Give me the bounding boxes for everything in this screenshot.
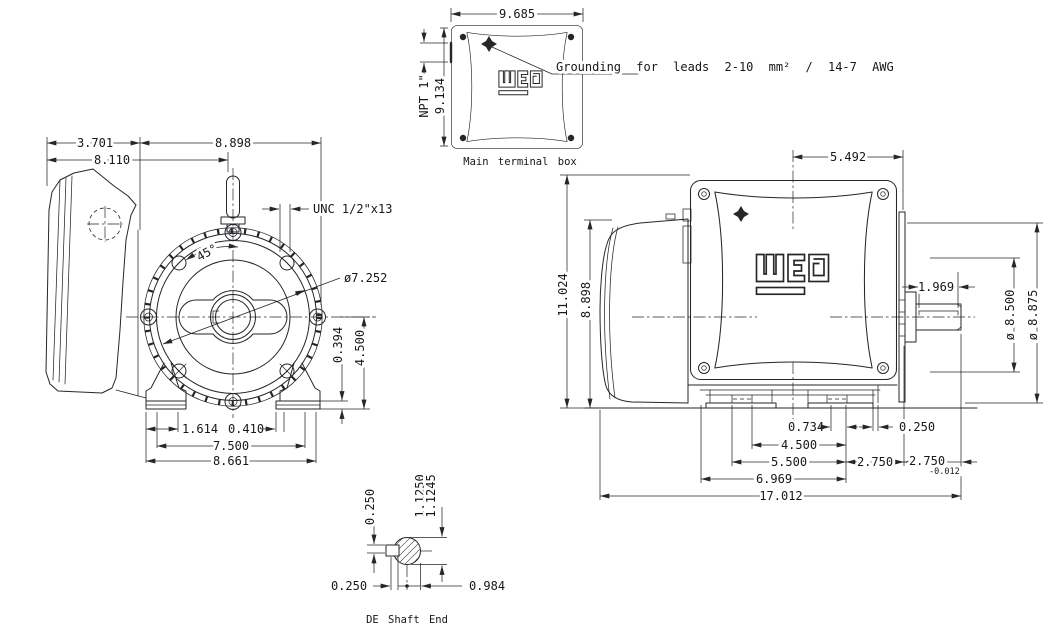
dim-foot-offset-slot: 1.614 0.410: [145, 412, 285, 463]
svg-text:45°: 45°: [194, 241, 220, 264]
svg-text:9.685: 9.685: [499, 7, 535, 21]
grounding-marker-side: [733, 206, 749, 222]
dim-overall-length: 17.012: [600, 486, 961, 506]
svg-text:4.500: 4.500: [353, 330, 367, 366]
svg-text:0.250: 0.250: [363, 489, 377, 525]
dim-bolt-angle: 45°: [185, 238, 239, 267]
svg-text:5.500: 5.500: [771, 455, 807, 469]
terminal-box-lid: [450, 24, 583, 150]
svg-text:1.1250: 1.1250: [413, 474, 427, 517]
bearing-boss: [178, 290, 288, 344]
motor-front-view: 3.701 8.898 8.110 UNC 1/2"x13 ø7.252: [45, 133, 395, 471]
motor-side-view: 5.492 11.024 8.898 1.969 ø 8.500 ø 8: [553, 147, 1043, 506]
terminal-box-cover: [690, 179, 897, 381]
dim-key-length: 1.969: [902, 272, 975, 308]
svg-text:ø7.252: ø7.252: [344, 271, 387, 285]
svg-text:ø 8.875: ø 8.875: [1026, 290, 1040, 341]
svg-text:0.984: 0.984: [469, 579, 505, 593]
dim-key-width: 0.250: [360, 486, 385, 573]
svg-text:7.500: 7.500: [213, 439, 249, 453]
svg-text:-0.012: -0.012: [929, 467, 960, 477]
svg-text:3.701: 3.701: [77, 136, 113, 150]
dim-overall-height: 11.024: [553, 174, 690, 409]
dim-bracket-dia: ø 8.875: [907, 222, 1043, 404]
shaft-end-detail: 0.250 1.1250 1.1245 0.250 0.984 DE Shaft…: [328, 471, 508, 629]
dim-bolt-span: 5.500: [732, 452, 846, 472]
dim-bolt-circle: ø7.252: [162, 268, 390, 345]
keyway: [385, 544, 400, 557]
dim-shaft-extension: 2.750 -0.012: [904, 451, 977, 480]
dim-box-depth: 3.701: [46, 133, 141, 230]
svg-text:0.734: 0.734: [788, 420, 824, 434]
top-view-caption: Main terminal box: [463, 156, 576, 168]
svg-text:0.250: 0.250: [331, 579, 367, 593]
lifting-tabs: [682, 208, 692, 264]
dim-foot-pad-height: 0.394: [320, 324, 348, 424]
grounding-marker: [481, 36, 497, 52]
svg-text:8.898: 8.898: [215, 136, 251, 150]
lid-corner-screws: [459, 33, 575, 142]
dim-face-dia: ø 8.500: [930, 257, 1020, 373]
svg-text:6.969: 6.969: [756, 472, 792, 486]
svg-text:0.394: 0.394: [331, 327, 345, 363]
dim-center-to-edge: 8.898: [140, 133, 322, 305]
svg-text:8.898: 8.898: [579, 282, 593, 318]
svg-text:1.1245: 1.1245: [424, 474, 438, 517]
svg-text:9.134: 9.134: [433, 78, 447, 114]
terminal-box-top-view: Grounding for leads 2-10 mm² / 14-7 AWG …: [414, 4, 897, 171]
weg-logo: [498, 70, 543, 96]
shaft-detail-caption: DE Shaft End: [366, 614, 448, 626]
mounting-feet-front: [145, 362, 321, 410]
dim-face-gap: 0.250: [859, 417, 938, 437]
cover-screws: [698, 188, 889, 374]
face-screws: [171, 255, 295, 379]
svg-text:2.750: 2.750: [909, 454, 945, 468]
svg-text:1.969: 1.969: [918, 280, 954, 294]
svg-text:11.024: 11.024: [556, 273, 570, 316]
dim-foot-to-face: 0.734: [785, 417, 858, 437]
grounding-note: Grounding for leads 2-10 mm² / 14-7 AWG: [556, 60, 894, 74]
fan-cover: [599, 213, 689, 404]
svg-text:UNC 1/2"x13: UNC 1/2"x13: [313, 202, 392, 216]
dim-rear-overhang: 2.750: [846, 452, 904, 472]
dim-foot-span: 4.500: [752, 435, 846, 455]
dim-box-height: 9.134: [430, 27, 450, 147]
svg-text:8.661: 8.661: [213, 454, 249, 468]
svg-text:0.410: 0.410: [228, 422, 264, 436]
dim-box-to-center: 8.110: [47, 150, 229, 172]
dim-fan-cover-height: 8.898: [576, 219, 612, 408]
conduit-box-profile: [45, 168, 147, 399]
dim-shaft-height: 4.500: [320, 316, 370, 410]
dim-box-width: 9.685: [450, 4, 584, 24]
dim-eyebolt-thread: UNC 1/2"x13: [262, 199, 395, 252]
svg-text:ø 8.500: ø 8.500: [1003, 290, 1017, 341]
mounting-feet-side: [687, 384, 898, 409]
end-bracket: [898, 211, 917, 403]
svg-text:0.250: 0.250: [899, 420, 935, 434]
shaft-side: [915, 303, 962, 331]
grounding-leader: [491, 46, 639, 75]
svg-text:NPT 1": NPT 1": [417, 74, 431, 117]
dim-box-center-to-face: 5.492: [793, 147, 904, 210]
dim-key-offset-flat: 0.250 0.984: [328, 557, 508, 596]
weg-logo-side: [755, 253, 830, 296]
dim-frame-length: 6.969: [701, 469, 846, 489]
dim-feet-width: 8.661: [146, 412, 317, 471]
svg-text:5.492: 5.492: [830, 150, 866, 164]
svg-text:4.500: 4.500: [781, 438, 817, 452]
dim-foot-hole-span: 7.500: [156, 412, 306, 456]
svg-text:2.750: 2.750: [857, 455, 893, 469]
dim-shaft-dia: 1.1250 1.1245: [409, 471, 447, 582]
svg-text:1.614: 1.614: [182, 422, 218, 436]
svg-text:8.110: 8.110: [94, 153, 130, 167]
side-bottom-ext-lines: [599, 334, 962, 500]
svg-text:17.012: 17.012: [759, 489, 802, 503]
